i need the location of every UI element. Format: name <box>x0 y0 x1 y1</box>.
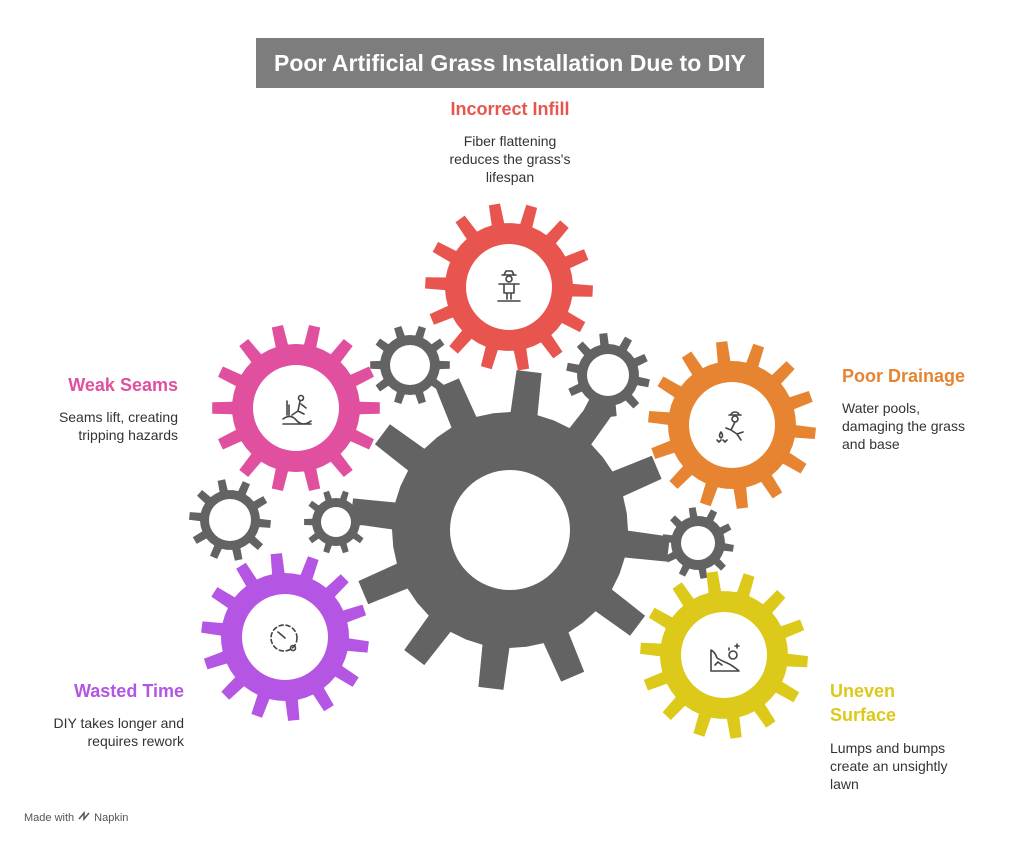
small-gear-left-outer <box>189 479 271 561</box>
weak-seams-gear <box>212 325 380 491</box>
small-gear-upper-right <box>566 333 650 417</box>
bumpy-terrain-icon <box>705 638 745 678</box>
napkin-brand: Napkin <box>94 811 129 824</box>
uneven-surface-label: Uneven Surface <box>830 681 897 725</box>
wasted-time-label: Wasted Time <box>73 681 184 701</box>
made-with-text: Made with <box>24 811 75 824</box>
small-gear-upper-left <box>370 326 450 404</box>
napkin-logo-icon <box>78 810 90 824</box>
gardener-icon <box>713 406 753 446</box>
uneven-surface-description: Lumps and bumps create an unsightly lawn <box>830 740 948 792</box>
incorrect-infill-label: Incorrect Infill <box>450 99 570 119</box>
uneven-surface-gear <box>640 571 808 739</box>
wasted-time-description: DIY takes longer and requires rework <box>53 715 185 749</box>
weak-seams-description: Seams lift, creating tripping hazards <box>58 409 178 443</box>
scarecrow-icon <box>489 266 529 306</box>
small-gear-right <box>662 507 734 579</box>
tripping-icon <box>277 391 317 431</box>
central-gear <box>350 370 670 690</box>
small-gear-left-inner <box>304 490 368 554</box>
poor-drainage-gear <box>648 341 816 509</box>
timer-icon <box>264 618 304 658</box>
incorrect-infill-gear <box>425 203 593 371</box>
made-with-napkin-footer: Made with Napkin <box>24 810 129 824</box>
weak-seams-label: Weak Seams <box>68 375 178 395</box>
diagram-title: Poor Artificial Grass Installation Due t… <box>256 38 764 88</box>
incorrect-infill-description: Fiber flattening reduces the grass's lif… <box>449 133 571 185</box>
poor-drainage-description: Water pools, damaging the grass and base <box>842 400 965 452</box>
poor-drainage-label: Poor Drainage <box>842 366 966 386</box>
